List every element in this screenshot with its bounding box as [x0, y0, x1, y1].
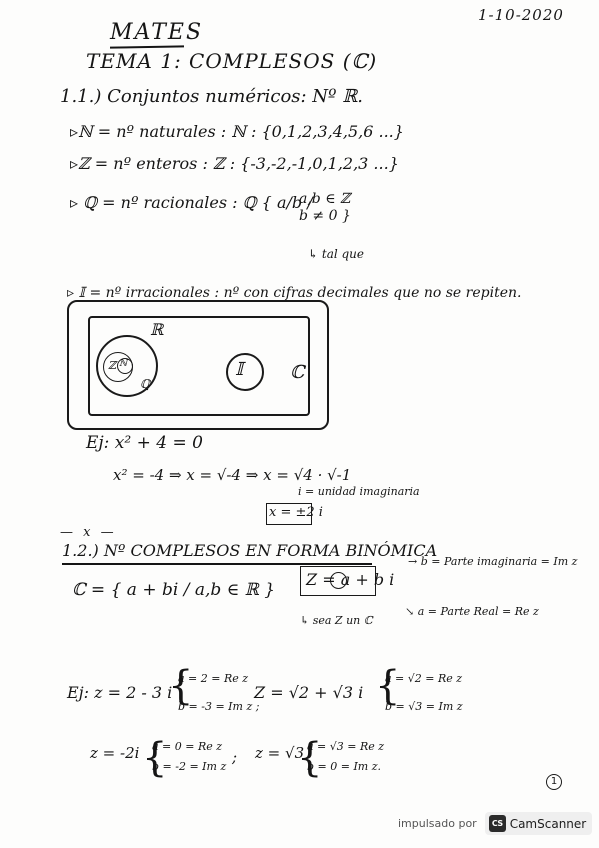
example-1-result-box: [266, 503, 312, 525]
complex-set-label: ℂ: [290, 362, 305, 383]
rationals-conditions: a,b ∈ ℤ b ≠ 0 }: [299, 191, 351, 225]
real-set-box: [88, 316, 310, 416]
example-1-steps: x² = -4 ⇒ x = √-4 ⇒ x = √4 · √-1: [113, 466, 352, 484]
rational-set-circle: [96, 335, 158, 397]
imaginary-unit-note: i = unidad imaginaria: [298, 485, 420, 498]
watermark-brand-name: CamScanner: [509, 816, 587, 831]
example-4-brace: {: [142, 735, 168, 781]
section-2-underline: [62, 563, 372, 565]
rationals-line: ▹ ℚ = nº racionales : ℚ { a/b /: [70, 193, 313, 212]
example-1-equation: Ej: x² + 4 = 0: [86, 433, 203, 453]
example-5-brace: {: [297, 735, 323, 781]
example-3-brace: {: [375, 663, 401, 709]
camscanner-watermark: impulsado por CS CamScanner: [398, 812, 593, 835]
date: 1-10-2020: [478, 6, 564, 24]
example-2-real: a = 2 = Re z: [178, 672, 249, 685]
complex-set-definition: ℂ = { a + bi / a,b ∈ ℝ }: [72, 580, 276, 600]
real-part-note: ↘ a = Parte Real = Re z: [405, 605, 539, 618]
camscanner-logo-icon: CS: [488, 815, 506, 832]
binomial-form: Z = a + b i: [306, 570, 395, 589]
example-separator: ;: [232, 748, 238, 766]
example-4-equation: z = -2i: [90, 744, 140, 762]
example-5-imag: b = 0 = Im z.: [307, 760, 382, 773]
example-4-real: a = 0 = Re z: [152, 740, 223, 753]
topic-title: TEMA 1: COMPLESOS (ℂ): [86, 49, 378, 73]
natural-set-label: ℕ: [119, 359, 128, 369]
tal-que-note: ↳ tal que: [308, 247, 365, 261]
example-3-imag: b = √3 = Im z: [385, 700, 463, 713]
section-separator: — x —: [60, 525, 117, 540]
example-5-real: a = √3 = Re z: [307, 740, 385, 753]
real-part-ring: [330, 572, 347, 589]
imaginary-part-note: → b = Parte imaginaria = Im z: [408, 555, 578, 568]
example-3-equation: Z = √2 + √3 i: [254, 683, 364, 702]
complex-set-box: [67, 300, 329, 430]
page-number: 1: [546, 774, 562, 790]
example-4-imag: b = -2 = Im z: [152, 760, 227, 773]
natural-set-circle: [117, 358, 133, 374]
irrational-set-label: 𝕀: [235, 359, 244, 380]
subject-title: MATES: [110, 20, 204, 45]
watermark-by-label: impulsado por: [398, 817, 477, 830]
section-1-title: 1.1.) Conjuntos numéricos: Nº ℝ.: [60, 86, 363, 107]
example-2-imag: b = -3 = Im z ;: [178, 700, 260, 713]
example-2-equation: Ej: z = 2 - 3 i: [67, 683, 173, 702]
integer-set-label: ℤ: [108, 359, 117, 372]
section-2-title: 1.2.) Nº COMPLESOS EN FORMA BINÓMICA: [62, 541, 438, 560]
irrationals-line: ▹ 𝕀 = nº irracionales : nº con cifras de…: [67, 285, 522, 301]
example-5-equation: z = √3: [255, 744, 305, 762]
example-1-result: x = ±2 i: [269, 505, 323, 520]
example-2-brace: {: [168, 663, 194, 709]
real-set-label: ℝ: [150, 320, 164, 339]
example-3-real: a = √2 = Re z: [385, 672, 463, 685]
rational-set-label: ℚ: [140, 377, 151, 391]
integers-line: ▹ℤ = nº enteros : ℤ : {-3,-2,-1,0,1,2,3 …: [70, 154, 399, 173]
rationals-condition-1: a,b ∈ ℤ: [299, 191, 351, 207]
watermark-badge: CS CamScanner: [484, 812, 593, 835]
naturals-line: ▹ℕ = nº naturales : ℕ : {0,1,2,3,4,5,6 .…: [70, 122, 404, 141]
binomial-form-box: [300, 566, 376, 596]
irrational-set-circle: [226, 353, 264, 391]
z-in-c-note: ↳ sea Z un ℂ: [300, 614, 373, 627]
rationals-condition-2: b ≠ 0 }: [299, 208, 351, 224]
